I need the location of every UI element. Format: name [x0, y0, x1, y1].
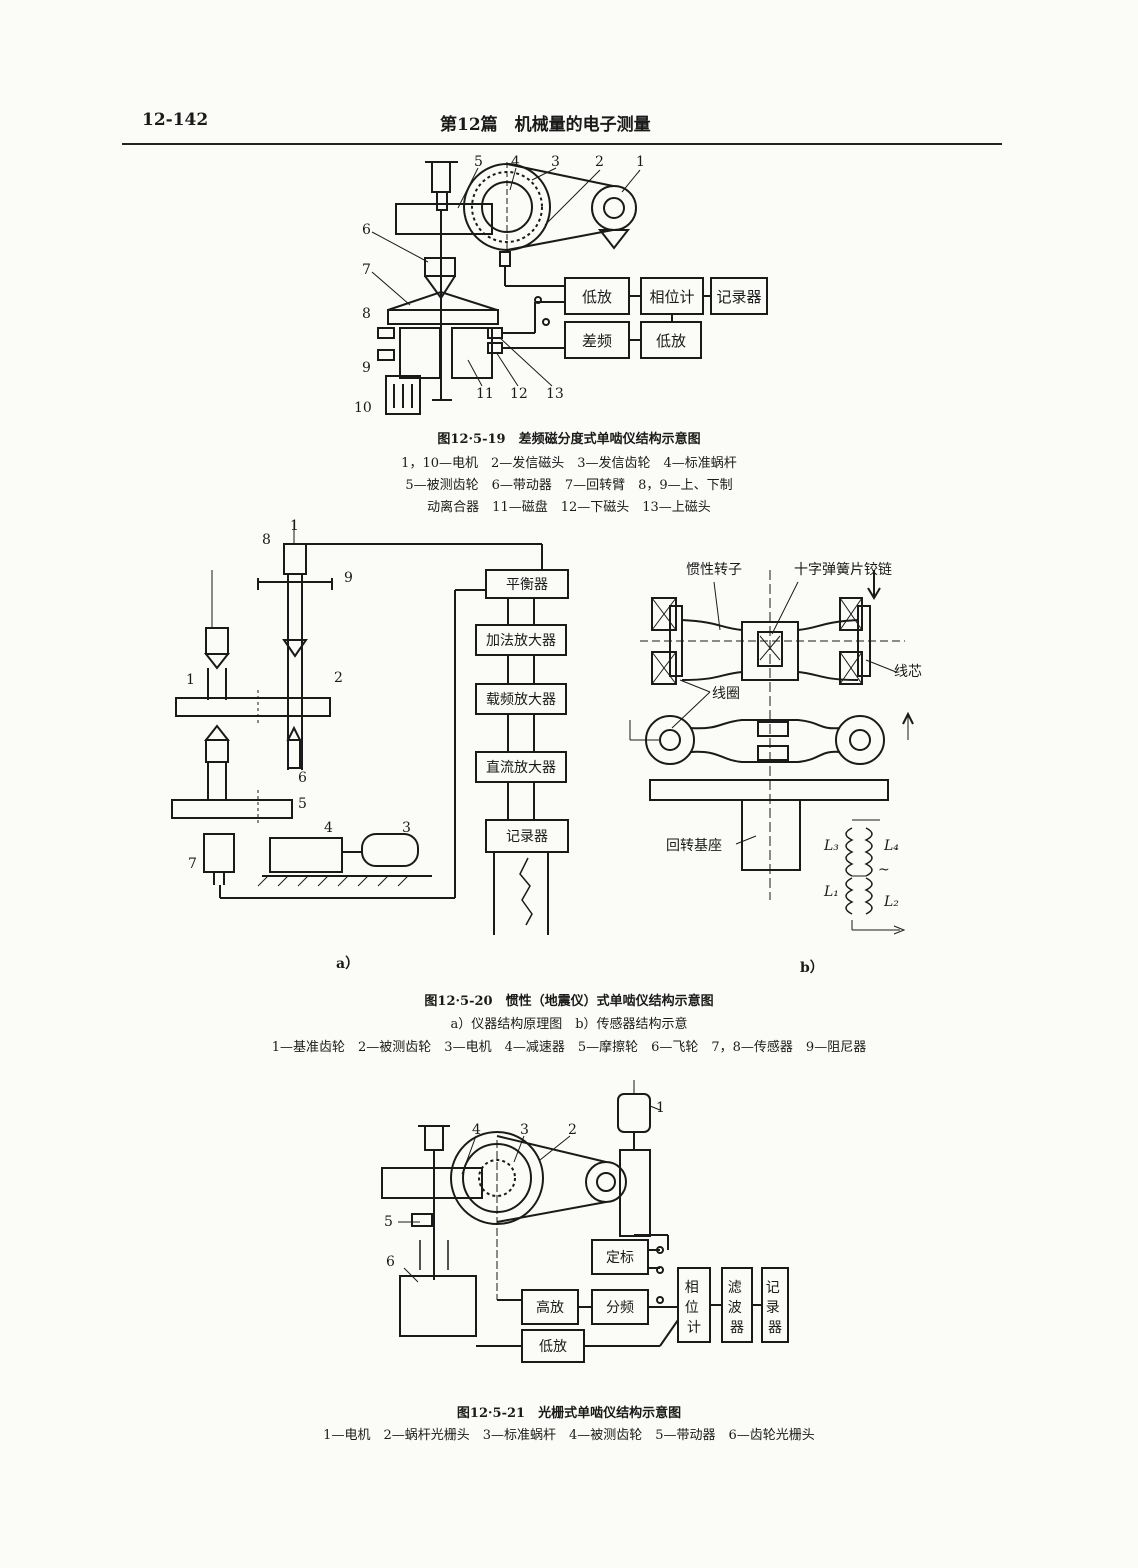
fig19-box-phasemeter: 相位计	[649, 288, 694, 306]
fig20b-coil-label: 线圈	[712, 686, 740, 702]
fig20-box-adder: 加法放大器	[486, 633, 556, 649]
fig21-diagram	[381, 1080, 789, 1363]
fig21-box-phasemeter: 相 位 计	[685, 1280, 703, 1336]
fig19-box-lowamp: 低放	[582, 288, 612, 306]
fig19-num-12: 12	[510, 386, 528, 402]
fig20-box-balancer: 平衡器	[506, 577, 548, 593]
fig20-caption: 图12·5-20 惯性（地震仪）式单啮仪结构示意图	[424, 994, 714, 1009]
fig19-diagram	[371, 161, 768, 415]
page-number: 12-142	[142, 110, 209, 130]
fig19-num-4: 4	[511, 154, 520, 170]
fig21-num-4: 4	[472, 1122, 481, 1138]
fig20-num-2: 2	[334, 670, 343, 686]
fig19-num-5: 5	[474, 154, 483, 170]
fig20a-diagram	[171, 520, 569, 935]
fig21-legend: 1—电机 2—蜗杆光栅头 3—标准蜗杆 4—被测齿轮 5—带动器 6—齿轮光栅头	[323, 1428, 815, 1443]
fig20b-rotor-label: 惯性转子	[686, 561, 742, 578]
fig21-rec-char3: 器	[768, 1320, 782, 1336]
fig19-box-lowamp2: 低放	[656, 332, 686, 350]
fig20-box-recorder: 记录器	[506, 829, 548, 845]
fig21-num-1: 1	[656, 1100, 665, 1116]
fig20-num-3: 3	[402, 820, 411, 836]
fig21-num-3: 3	[520, 1122, 529, 1138]
section-title: 第12篇 机械量的电子测量	[440, 115, 651, 135]
fig20-subcaption: a）仪器结构原理图 b）传感器结构示意	[450, 1017, 688, 1032]
fig19-num-6: 6	[362, 222, 371, 238]
fig21-phase-char1: 相	[685, 1280, 699, 1296]
fig20-num-1-top: 1	[290, 518, 299, 534]
fig20b-tilde: ~	[878, 862, 890, 878]
fig19-num-13: 13	[546, 386, 564, 402]
fig19-num-7: 7	[362, 262, 371, 278]
fig21-box-lowamp: 低放	[539, 1339, 567, 1355]
fig21-rec-char1: 记	[766, 1280, 780, 1296]
fig21-rec-char2: 录	[766, 1300, 780, 1316]
fig21-num-6: 6	[386, 1254, 395, 1270]
fig19-num-8: 8	[362, 306, 371, 322]
fig19-num-9: 9	[362, 360, 371, 376]
fig20-num-7: 7	[188, 856, 197, 872]
fig20-num-6: 6	[298, 770, 307, 786]
fig20-num-8: 8	[262, 532, 271, 548]
fig19-num-10: 10	[354, 400, 372, 416]
fig21-box-hiamp: 高放	[536, 1299, 564, 1316]
fig21-box-calib: 定标	[606, 1250, 634, 1266]
fig20b-core-label: 线芯	[894, 664, 922, 680]
header-rule	[122, 143, 1002, 145]
fig20b-L4: L₄	[883, 838, 899, 854]
fig20-box-carrier: 载频放大器	[486, 692, 556, 708]
fig21-box-recorder: 记 录 器	[766, 1280, 784, 1336]
fig20b-L1: L₁	[823, 884, 839, 900]
fig19-caption: 图12·5-19 差频磁分度式单啮仪结构示意图	[437, 432, 701, 447]
fig20-box-dc: 直流放大器	[486, 759, 556, 776]
fig19-box-diff: 差频	[582, 332, 612, 350]
fig21-caption: 图12·5-21 光栅式单啮仪结构示意图	[456, 1406, 682, 1421]
fig21-phase-char2: 位	[685, 1300, 699, 1316]
fig21-box-filter: 滤 波 器	[728, 1280, 746, 1336]
fig21-filter-char2: 波	[728, 1300, 742, 1316]
fig21-phase-char3: 计	[687, 1320, 701, 1336]
fig20-label-b: b）	[800, 960, 824, 976]
fig19-legend-line1: 1，10—电机 2—发信磁头 3—发信齿轮 4—标准蜗杆	[401, 456, 737, 471]
fig21-num-2: 2	[568, 1122, 577, 1138]
fig19-num-3: 3	[551, 154, 560, 170]
fig20-label-a: a）	[336, 956, 359, 972]
fig19-num-1: 1	[636, 154, 645, 170]
fig21-box-divider: 分频	[606, 1300, 634, 1316]
fig20b-L3: L₃	[823, 838, 839, 854]
fig20-num-9: 9	[344, 570, 353, 586]
fig20b-L2: L₂	[883, 894, 899, 910]
fig21-filter-char3: 器	[730, 1320, 744, 1336]
fig20-num-5: 5	[298, 796, 307, 812]
fig19-box-recorder: 记录器	[716, 288, 761, 306]
fig19-legend-line2: 5—被测齿轮 6—带动器 7—回转臂 8，9—上、下制	[405, 478, 733, 493]
fig21-num-5: 5	[384, 1214, 393, 1230]
fig20b-base-label: 回转基座	[666, 837, 722, 854]
fig20b-hinge-label: 十字弹簧片铰链	[794, 562, 892, 578]
fig19-num-11: 11	[476, 386, 494, 402]
fig19-num-2: 2	[595, 154, 604, 170]
fig20-legend: 1—基准齿轮 2—被测齿轮 3—电机 4—减速器 5—摩擦轮 6—飞轮 7，8—…	[271, 1040, 867, 1055]
fig20-num-4: 4	[324, 820, 333, 836]
fig20b-diagram	[629, 570, 914, 935]
fig21-filter-char1: 滤	[728, 1280, 742, 1296]
fig19-legend-line3: 动离合器 11—磁盘 12—下磁头 13—上磁头	[427, 500, 711, 515]
fig20-num-1: 1	[186, 672, 195, 688]
